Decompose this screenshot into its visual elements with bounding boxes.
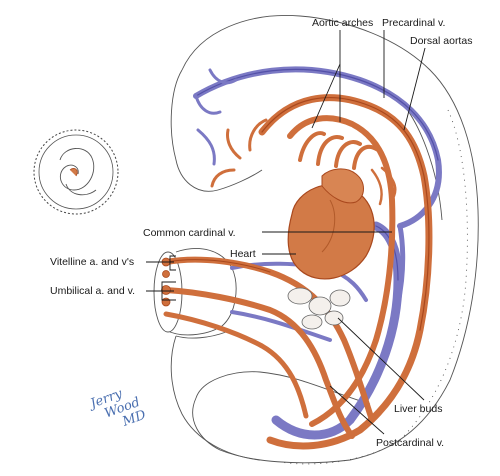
arterial-system <box>163 94 433 450</box>
inset-embryo <box>33 129 119 215</box>
label-dorsal-aortas: Dorsal aortas <box>410 35 472 47</box>
heart <box>287 168 375 280</box>
label-precardinal-v: Precardinal v. <box>382 17 445 29</box>
label-vitelline: Vitelline a. and v's <box>50 256 134 268</box>
label-aortic-arches: Aortic arches <box>312 17 373 29</box>
label-postcardinal-v: Postcardinal v. <box>376 437 444 449</box>
liver-buds <box>287 287 351 330</box>
label-umbilical: Umbilical a. and v. <box>50 285 135 297</box>
leader-lines <box>146 30 426 435</box>
label-common-cardinal-v: Common cardinal v. <box>143 227 236 239</box>
labels: Aortic arches Precardinal v. Dorsal aort… <box>50 17 472 449</box>
artist-signature: Jerry Wood MD <box>86 386 149 430</box>
label-liver-buds: Liver buds <box>394 403 442 415</box>
label-heart: Heart <box>230 248 256 260</box>
